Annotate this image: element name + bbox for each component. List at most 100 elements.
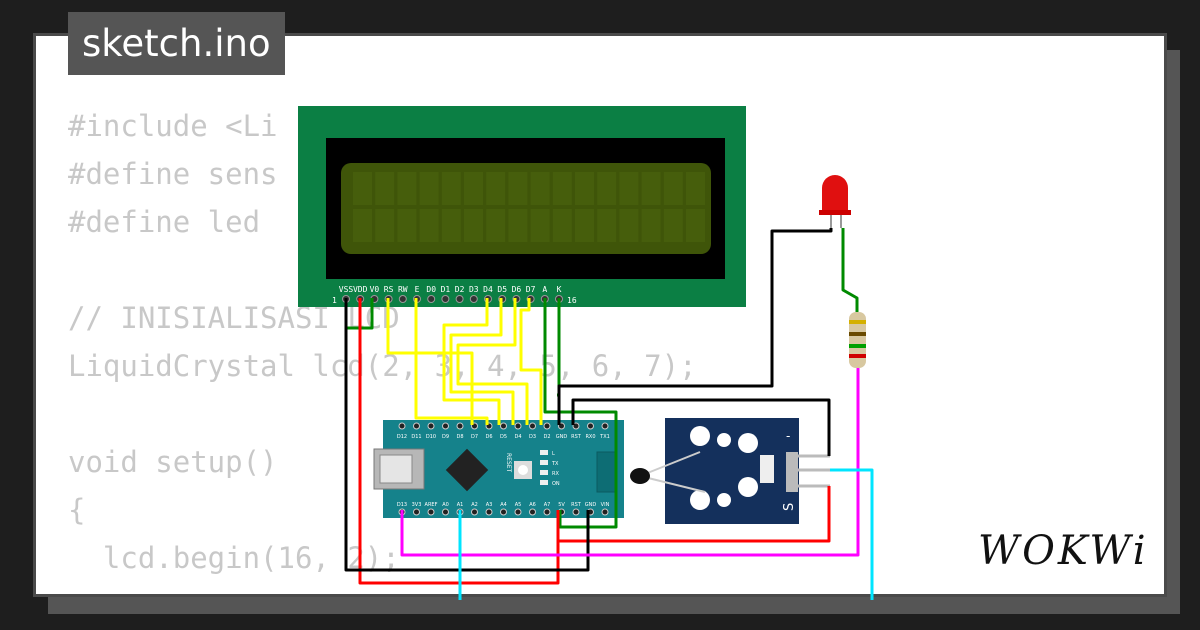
nano-pin[interactable] xyxy=(514,508,522,516)
nano-pin-label: D6 xyxy=(485,434,492,440)
nano-pin-label: RX0 xyxy=(585,434,595,440)
lcd-pin-label: D4 xyxy=(483,285,493,294)
nano-pin-label: A0 xyxy=(442,502,449,508)
code-line: void setup() xyxy=(68,445,278,479)
lcd-pin-label: D2 xyxy=(455,285,465,294)
lcd-cell xyxy=(441,209,461,242)
lcd-pin[interactable] xyxy=(469,295,478,303)
lcd-cell xyxy=(464,209,483,242)
code-line: #define led xyxy=(68,205,261,239)
nano-pin[interactable] xyxy=(572,508,580,516)
nano-pin[interactable] xyxy=(442,508,449,516)
mcu-chip xyxy=(445,448,489,492)
sketch-filename-tab[interactable]: sketch.ino xyxy=(68,12,285,75)
code-line: lcd.begin(16, 2); xyxy=(68,541,400,575)
nano-pin[interactable] xyxy=(587,422,594,430)
nano-pin-label: A7 xyxy=(544,502,551,508)
lcd-cell xyxy=(575,209,594,242)
nano-pin-label: D7 xyxy=(471,434,478,440)
reset-label: RESET xyxy=(505,453,512,473)
nano-pin-label: D2 xyxy=(543,434,550,440)
nano-pin-label: A2 xyxy=(471,502,478,508)
nano-pin-label: GND xyxy=(556,434,568,440)
code-line: { xyxy=(68,493,86,527)
nano-pin[interactable] xyxy=(413,422,420,430)
nano-pin-label: D11 xyxy=(411,434,421,440)
lcd-cell xyxy=(419,172,439,205)
lcd-cell xyxy=(552,172,572,205)
code-line: #include <Li xyxy=(68,109,278,143)
status-led xyxy=(540,460,548,465)
lcd-cell xyxy=(508,172,528,205)
status-led xyxy=(540,450,548,455)
red-led[interactable] xyxy=(819,175,851,228)
nano-pin[interactable] xyxy=(543,422,551,430)
lcd-cell xyxy=(686,209,705,242)
nano-pin[interactable] xyxy=(456,422,464,430)
lcd-cell xyxy=(397,209,417,242)
lcd-cell xyxy=(663,172,683,205)
nano-pin[interactable] xyxy=(398,422,406,430)
nano-pin-label: A4 xyxy=(500,502,507,508)
nano-pin-label: D8 xyxy=(456,434,463,440)
nano-pin[interactable] xyxy=(543,508,551,516)
nano-pin[interactable] xyxy=(601,422,609,430)
resistor[interactable] xyxy=(849,312,866,368)
nano-pin[interactable] xyxy=(601,508,609,516)
nano-pin-label: AREF xyxy=(425,502,438,508)
lcd-pin-label: D7 xyxy=(526,285,536,294)
nano-pin[interactable] xyxy=(514,422,522,430)
nano-pin-label: D4 xyxy=(514,434,521,440)
lcd-pin[interactable] xyxy=(398,295,407,303)
code-line: #define sens xyxy=(68,157,278,191)
nano-pin-label: VIN xyxy=(601,502,610,508)
lcd-pin[interactable] xyxy=(427,295,436,303)
nano-pin-label: 5V xyxy=(558,502,565,508)
wires xyxy=(344,228,874,600)
lcd-pin[interactable] xyxy=(455,295,464,303)
nano-pin-label: D12 xyxy=(397,434,407,440)
nano-pin[interactable] xyxy=(529,508,536,516)
lcd-pin-label: D1 xyxy=(441,285,451,294)
temperature-sensor-module[interactable]: - S xyxy=(630,418,830,524)
lcd-cell xyxy=(686,172,705,205)
nano-pin[interactable] xyxy=(485,508,493,516)
lcd-pin-label: V0 xyxy=(370,285,380,294)
lcd-cell xyxy=(619,209,639,242)
nano-pin-label: A5 xyxy=(515,502,522,508)
nano-pin[interactable] xyxy=(427,508,435,516)
lcd-cell xyxy=(663,209,683,242)
nano-pin[interactable] xyxy=(500,422,507,430)
status-led xyxy=(540,480,548,485)
lcd-cell xyxy=(530,209,550,242)
lcd-cell xyxy=(375,172,395,205)
lcd-pin-label: D6 xyxy=(512,285,522,294)
lcd-cell xyxy=(508,209,528,242)
lcd-pin-label: A xyxy=(542,285,547,294)
lcd-cell xyxy=(441,172,461,205)
nano-pin-label: A6 xyxy=(529,502,536,508)
sensor-resistor xyxy=(760,455,774,483)
nano-pin[interactable] xyxy=(442,422,449,430)
nano-pin[interactable] xyxy=(413,508,420,516)
lcd-pin-label: E xyxy=(415,285,420,294)
status-led-label: RX xyxy=(552,471,559,477)
lcd-cell xyxy=(464,172,483,205)
status-led-label: L xyxy=(552,451,555,457)
lcd-pin[interactable] xyxy=(441,295,450,303)
sensor-pin-signal: S xyxy=(782,503,797,511)
nano-pin[interactable] xyxy=(471,508,478,516)
lcd-pin-label: D0 xyxy=(426,285,436,294)
nano-pin[interactable] xyxy=(500,508,507,516)
nano-pin[interactable] xyxy=(427,422,435,430)
thermistor-icon xyxy=(630,468,650,484)
nano-pin[interactable] xyxy=(529,422,536,430)
status-led xyxy=(540,470,548,475)
lcd-pin-last: 16 xyxy=(567,296,577,305)
lcd-cell xyxy=(397,172,417,205)
